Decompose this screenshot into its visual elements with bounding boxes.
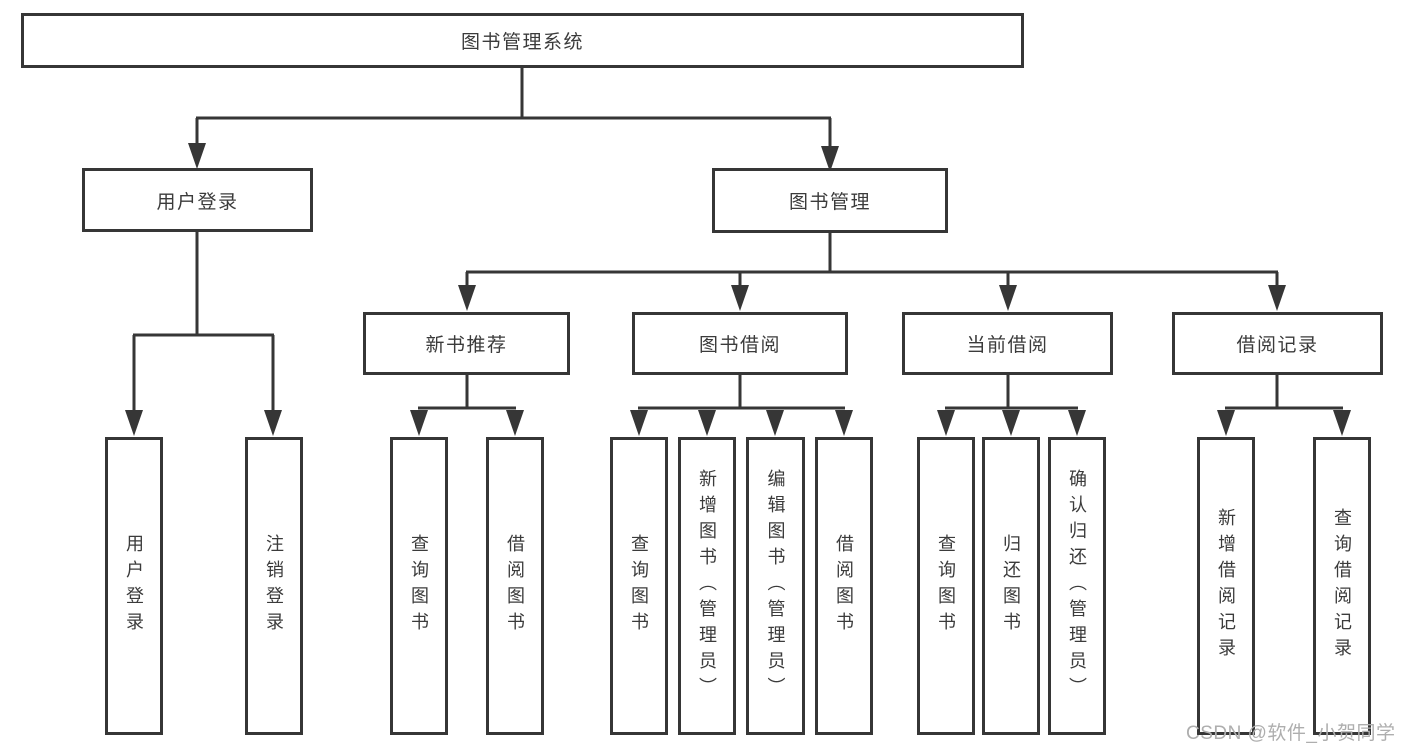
node-library-system: 图书管理系统 <box>21 13 1024 68</box>
leaf-logout: 注销登录 <box>245 437 303 735</box>
node-user-login-label: 用户登录 <box>156 191 239 213</box>
leaf-return-books: 归还图书 <box>982 437 1040 735</box>
node-new-book-recommend: 新书推荐 <box>363 312 570 375</box>
node-borrowing-records: 借阅记录 <box>1172 312 1383 375</box>
leaf-add-borrow-record: 新增借阅记录 <box>1197 437 1255 735</box>
leaf-query-books-current-label: 查询图书 <box>936 534 956 638</box>
node-current-borrowing: 当前借阅 <box>902 312 1113 375</box>
leaf-confirm-return-admin-label: 确认归还（管理员） <box>1067 469 1087 703</box>
node-book-management: 图书管理 <box>712 168 948 233</box>
csdn-watermark: CSDN @软件_小贺同学 <box>1186 723 1396 744</box>
node-current-borrowing-label: 当前借阅 <box>966 335 1049 356</box>
leaf-query-borrow-record: 查询借阅记录 <box>1313 437 1371 735</box>
leaf-user-login: 用户登录 <box>105 437 163 735</box>
leaf-query-books-recommend-label: 查询图书 <box>409 534 429 638</box>
node-library-system-label: 图书管理系统 <box>460 32 584 53</box>
leaf-query-borrow-record-label: 查询借阅记录 <box>1332 508 1352 664</box>
leaf-confirm-return-admin: 确认归还（管理员） <box>1048 437 1106 735</box>
leaf-borrow-books-recommend-label: 借阅图书 <box>505 534 525 638</box>
leaf-query-books-borrow: 查询图书 <box>610 437 668 735</box>
leaf-edit-book-admin: 编辑图书（管理员） <box>746 437 805 735</box>
node-book-management-label: 图书管理 <box>788 192 871 213</box>
leaf-edit-book-admin-label: 编辑图书（管理员） <box>765 469 786 703</box>
node-book-borrowing: 图书借阅 <box>632 312 848 375</box>
leaf-add-book-admin-label: 新增图书（管理员） <box>697 469 717 703</box>
node-new-book-recommend-label: 新书推荐 <box>425 335 508 356</box>
leaf-borrow-books-recommend: 借阅图书 <box>486 437 544 735</box>
leaf-user-login-label: 用户登录 <box>124 534 144 638</box>
leaf-add-borrow-record-label: 新增借阅记录 <box>1216 508 1236 664</box>
node-user-login: 用户登录 <box>82 168 313 232</box>
leaf-query-books-current: 查询图书 <box>917 437 975 735</box>
node-borrowing-records-label: 借阅记录 <box>1236 335 1319 356</box>
leaf-logout-label: 注销登录 <box>264 534 284 638</box>
leaf-query-books-recommend: 查询图书 <box>390 437 448 735</box>
leaf-add-book-admin: 新增图书（管理员） <box>678 437 736 735</box>
leaf-borrow-books: 借阅图书 <box>815 437 873 735</box>
leaf-return-books-label: 归还图书 <box>1001 534 1021 638</box>
node-book-borrowing-label: 图书借阅 <box>698 335 781 356</box>
leaf-borrow-books-label: 借阅图书 <box>834 534 854 638</box>
leaf-query-books-borrow-label: 查询图书 <box>629 534 649 638</box>
